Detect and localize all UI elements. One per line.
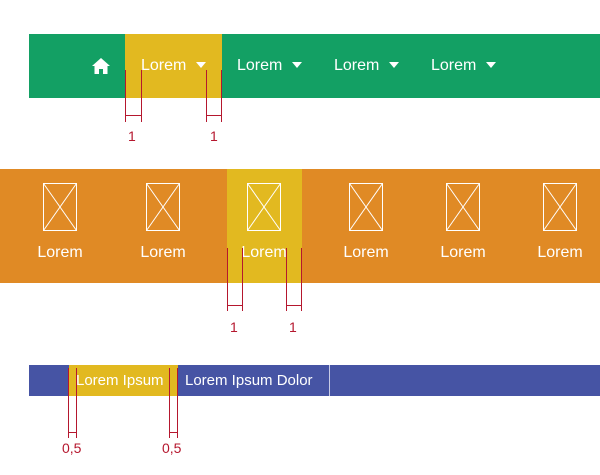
spacing-label-blue-right: 0,5 [162, 440, 182, 456]
icon-nav-item-2[interactable]: Lorem [123, 169, 203, 283]
nav-item-lorem-1[interactable]: Lorem [141, 55, 207, 77]
image-placeholder-icon [247, 183, 281, 231]
active-item-highlight [227, 169, 302, 283]
icon-nav-item-6[interactable]: Lorem [520, 169, 600, 283]
image-placeholder-icon [43, 183, 77, 231]
image-placeholder-icon [349, 183, 383, 231]
image-placeholder-icon [543, 183, 577, 231]
icon-nav-label: Lorem [241, 244, 287, 261]
tab-lorem-ipsum[interactable]: Lorem Ipsum [76, 372, 164, 389]
nav-item-label: Lorem [334, 57, 380, 74]
spacing-label-green-left: 1 [128, 128, 136, 144]
caret-down-icon [292, 61, 303, 68]
icon-nav-label: Lorem [537, 244, 583, 261]
icon-nav-item-3[interactable]: Lorem [224, 169, 304, 283]
spacing-label-orange-right: 1 [289, 319, 297, 335]
icon-nav-item-5[interactable]: Lorem [423, 169, 503, 283]
icon-nav-item-4[interactable]: Lorem [326, 169, 406, 283]
blue-tab-bar: Lorem Ipsum Lorem Ipsum Dolor [29, 365, 600, 396]
green-nav-bar: Lorem Lorem Lorem Lorem [29, 34, 600, 98]
image-placeholder-icon [146, 183, 180, 231]
spacing-label-blue-left: 0,5 [62, 440, 82, 456]
tab-lorem-ipsum-dolor[interactable]: Lorem Ipsum Dolor [185, 372, 313, 389]
icon-nav-label: Lorem [37, 244, 83, 261]
nav-item-lorem-2[interactable]: Lorem [237, 55, 303, 77]
icon-nav-label: Lorem [140, 244, 186, 261]
home-icon[interactable] [92, 58, 110, 74]
nav-item-lorem-3[interactable]: Lorem [334, 55, 400, 77]
spacing-label-green-right: 1 [210, 128, 218, 144]
caret-down-icon [389, 61, 400, 68]
tab-divider [329, 365, 330, 396]
spacing-label-orange-left: 1 [230, 319, 238, 335]
icon-nav-item-1[interactable]: Lorem [20, 169, 100, 283]
active-tab-highlight [69, 365, 178, 396]
orange-icon-nav-bar: Lorem Lorem Lorem Lorem Lorem [0, 169, 600, 283]
nav-item-label: Lorem [141, 57, 187, 74]
image-placeholder-icon [446, 183, 480, 231]
icon-nav-label: Lorem [440, 244, 486, 261]
nav-item-label: Lorem [237, 57, 283, 74]
caret-down-icon [486, 61, 497, 68]
icon-nav-label: Lorem [343, 244, 389, 261]
caret-down-icon [196, 61, 207, 68]
nav-item-lorem-4[interactable]: Lorem [431, 55, 497, 77]
nav-item-label: Lorem [431, 57, 477, 74]
